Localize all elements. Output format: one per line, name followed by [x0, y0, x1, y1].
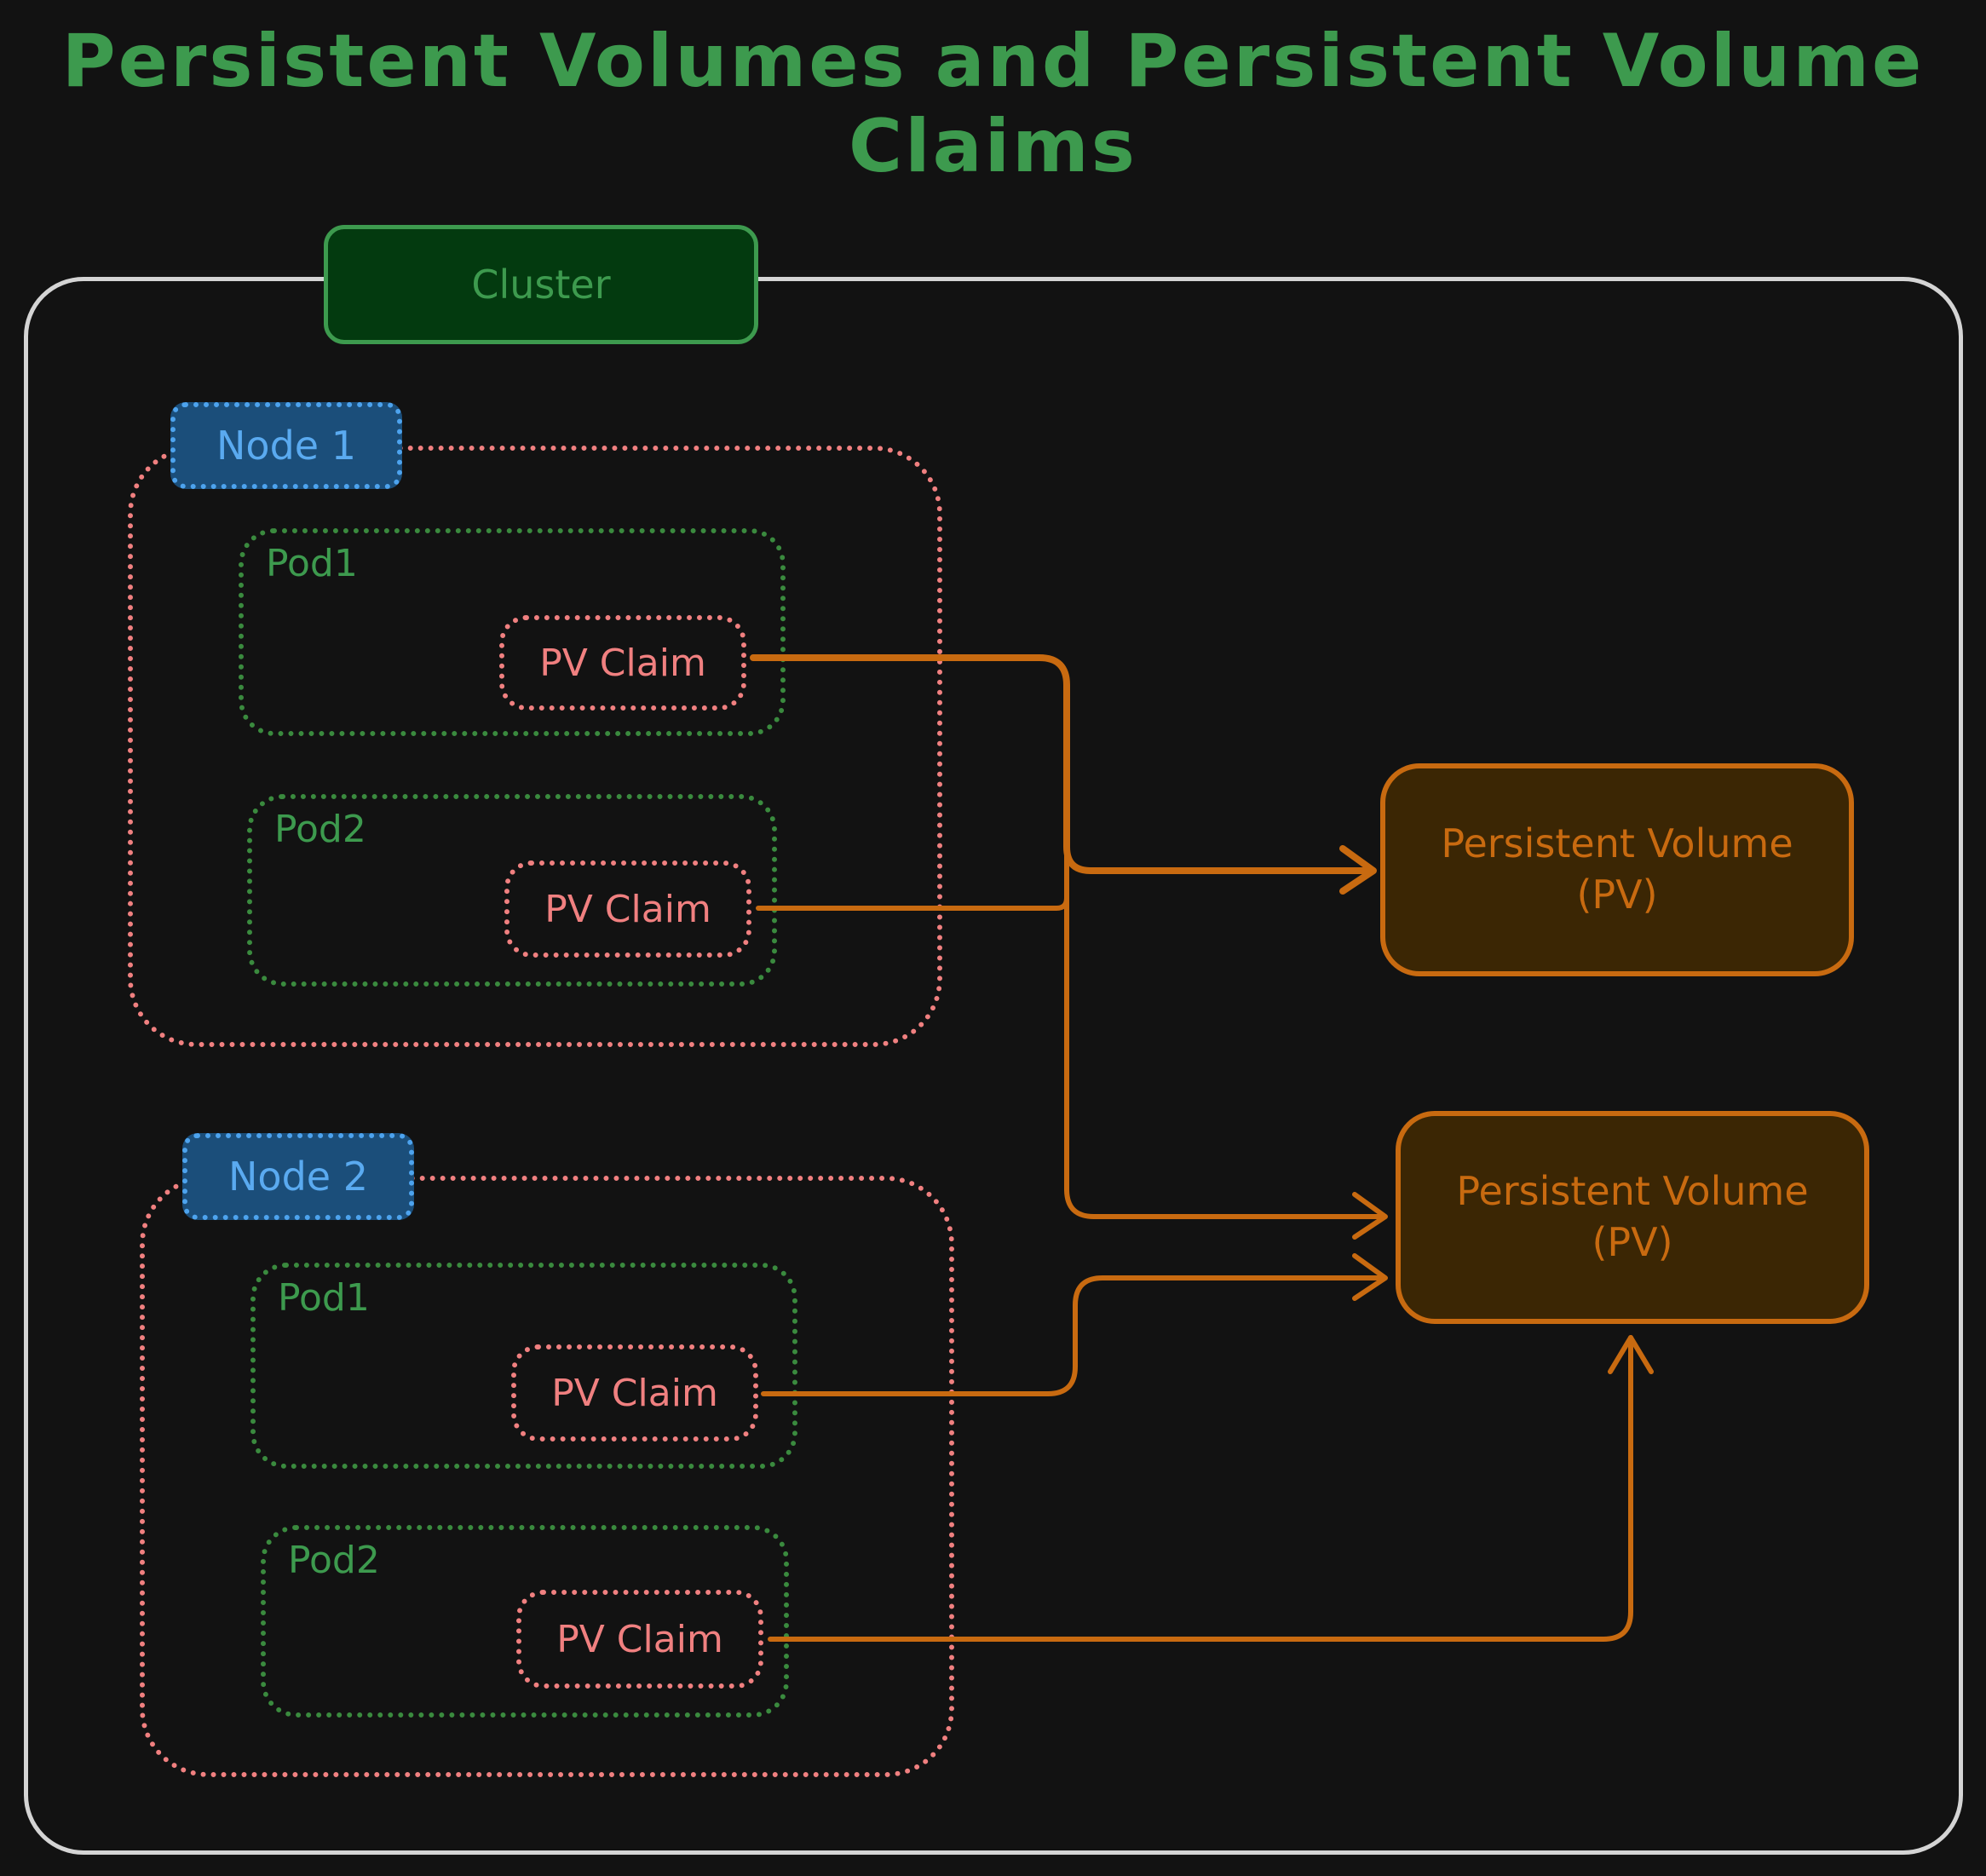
node-1-label: Node 1 — [170, 402, 402, 489]
pv-1-subtitle: (PV) — [1576, 872, 1658, 918]
diagram-title: Persistent Volumes and Persistent Volume… — [61, 19, 1925, 189]
node-2-pod-1-pv-claim: PV Claim — [511, 1344, 758, 1442]
pv-2-subtitle: (PV) — [1592, 1219, 1673, 1265]
node-2-pod-2-pv-claim: PV Claim — [516, 1590, 763, 1689]
persistent-volume-1: Persistent Volume (PV) — [1380, 763, 1854, 976]
node-1-pod-2-pv-claim: PV Claim — [504, 860, 751, 958]
pv-1-title: Persistent Volume — [1441, 820, 1793, 867]
pod-label: Pod2 — [288, 1539, 380, 1582]
node-1-pod-1: Pod1 — [239, 528, 786, 736]
node-1-pod-2: Pod2 — [247, 794, 777, 987]
pod-label: Pod1 — [266, 542, 358, 585]
node-1-pod-1-pv-claim: PV Claim — [499, 615, 746, 711]
persistent-volume-2: Persistent Volume (PV) — [1396, 1111, 1869, 1324]
cluster-label: Cluster — [324, 225, 758, 344]
node-2-label: Node 2 — [182, 1133, 414, 1220]
cluster-frame — [24, 277, 1963, 1855]
pod-label: Pod1 — [278, 1276, 370, 1320]
pv-2-title: Persistent Volume — [1456, 1168, 1809, 1215]
pod-label: Pod2 — [274, 808, 366, 851]
